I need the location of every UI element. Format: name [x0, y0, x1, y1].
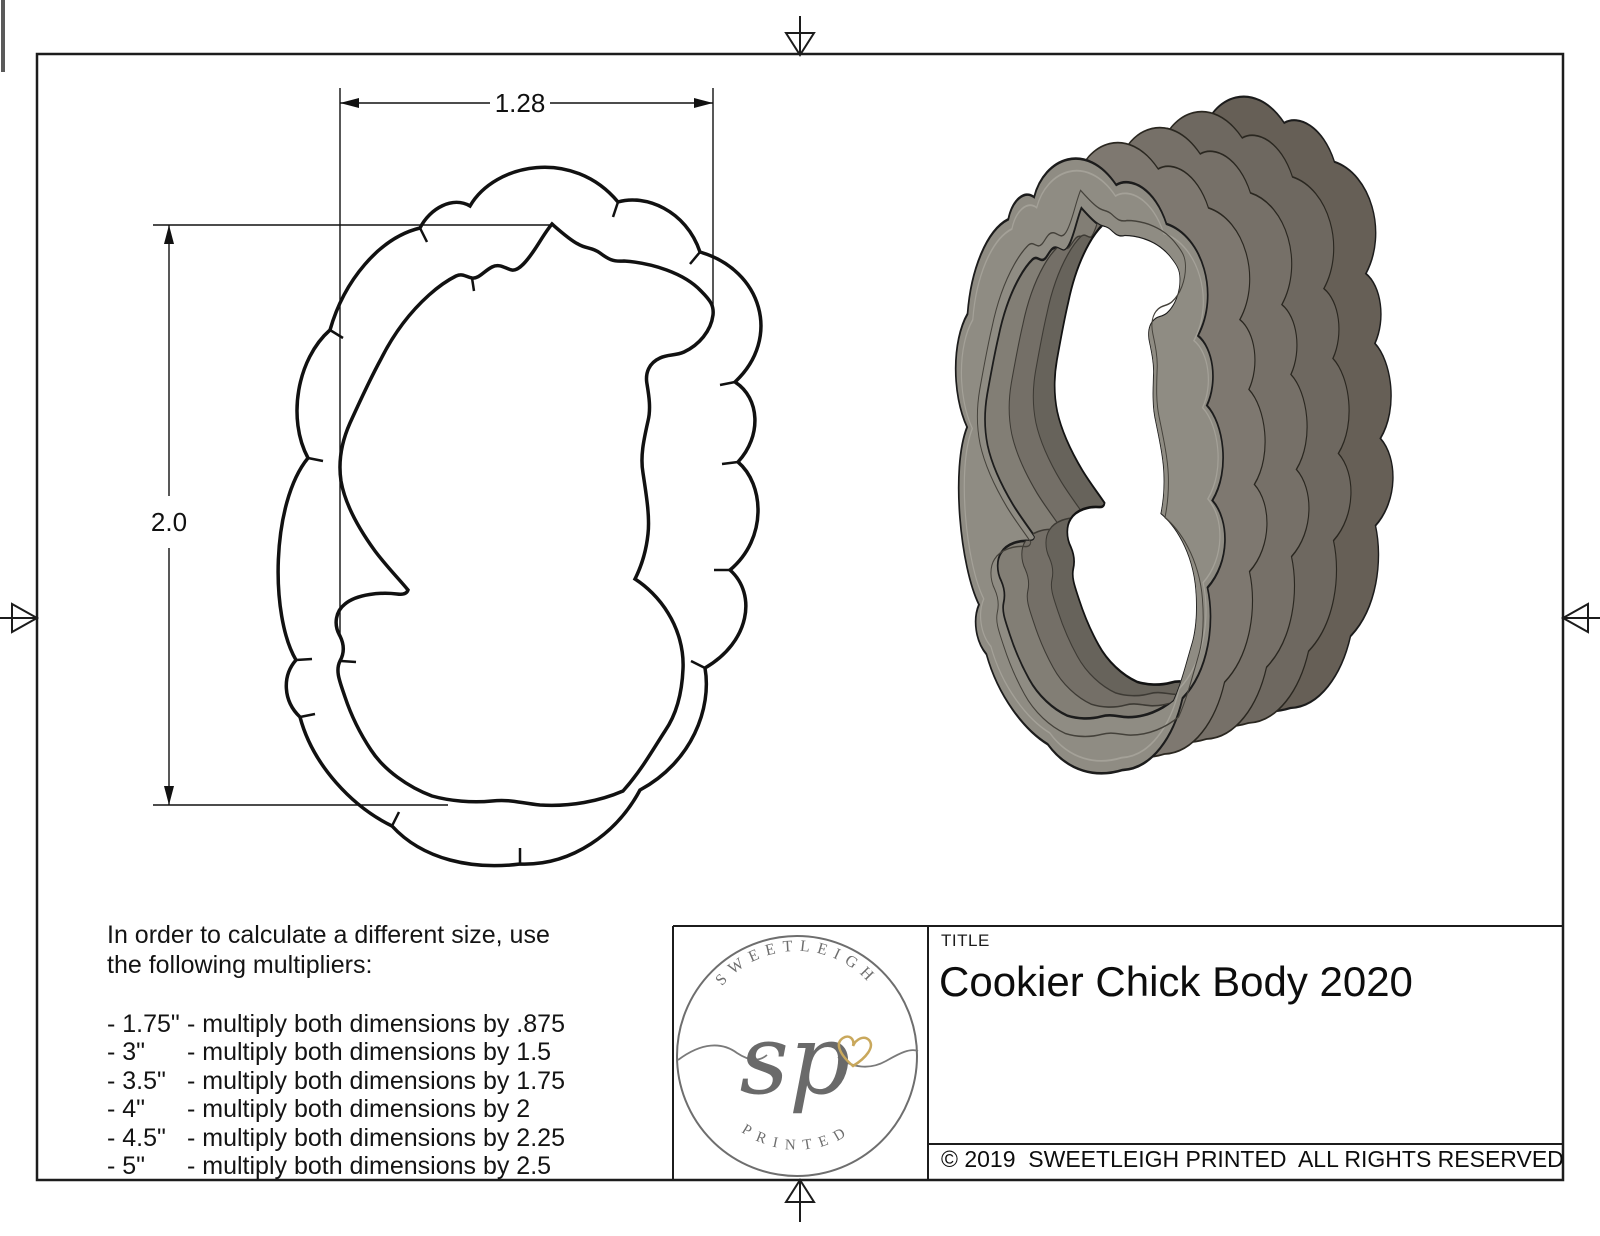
multiplier-size: - 3.5"	[107, 1066, 166, 1095]
logo-monogram: sp	[740, 1004, 851, 1116]
cutter-2d-drawing: 1.28 2.0	[151, 88, 763, 868]
page-title: Cookier Chick Body 2020	[939, 958, 1413, 1005]
multiplier-size: - 4.5"	[107, 1123, 166, 1152]
logo-flourish-left	[677, 1044, 768, 1061]
multiplier-size: - 1.75"	[107, 1010, 180, 1038]
multiplier-rule: - multiply both dimensions by 2.25	[187, 1123, 565, 1152]
multiplier-size: - 5"	[107, 1152, 146, 1181]
scallop-ticks	[295, 201, 739, 864]
cutter-3d-render	[922, 83, 1426, 787]
left-center-mark-icon	[0, 602, 40, 634]
multiplier-list: - 1.75" - multiply both dimensions by .8…	[107, 1010, 667, 1180]
multiplier-rule: - multiply both dimensions by 1.75	[187, 1066, 565, 1095]
multiplier-row: - 4.5" - multiply both dimensions by 2.2…	[107, 1124, 667, 1152]
logo-circle	[676, 935, 918, 1177]
registration-marks	[0, 16, 1600, 1222]
svg-text:SWEETLEIGH: SWEETLEIGH	[712, 938, 881, 989]
cutter-inner-outline	[334, 222, 715, 808]
multiplier-row: - 3" - multiply both dimensions by 1.5	[107, 1038, 667, 1066]
multiplier-rule: - multiply both dimensions by 1.5	[187, 1038, 552, 1067]
title-block-label: TITLE	[941, 931, 990, 950]
sweetleigh-logo: SWEETLEIGH PRINTED sp	[676, 935, 919, 1177]
height-dimension: 2.0	[151, 224, 552, 806]
multiplier-size: - 3"	[107, 1038, 146, 1067]
resize-notes: In order to calculate a different size, …	[107, 920, 667, 1180]
multiplier-rule: - multiply both dimensions by .875	[187, 1010, 565, 1038]
bottom-center-mark-icon	[784, 1178, 816, 1222]
copyright-line: © 2019 SWEETLEIGH PRINTED ALL RIGHTS RES…	[941, 1146, 1564, 1172]
notes-intro-line-1: In order to calculate a different size, …	[107, 921, 550, 949]
multiplier-rule: - multiply both dimensions by 2.5	[187, 1152, 552, 1181]
logo-heart-icon	[837, 1035, 873, 1068]
logo-bottom-text: PRINTED	[739, 1121, 847, 1153]
multiplier-row: - 4" - multiply both dimensions by 2	[107, 1095, 667, 1123]
width-dimension-label: 1.28	[495, 88, 546, 118]
height-dimension-label: 2.0	[151, 507, 187, 537]
right-center-mark-icon	[1560, 602, 1600, 634]
multiplier-row: - 1.75" - multiply both dimensions by .8…	[107, 1010, 667, 1038]
top-center-mark-icon	[784, 16, 816, 57]
logo-top-text: SWEETLEIGH	[712, 938, 874, 989]
width-dimension: 1.28	[339, 88, 714, 637]
cutter-outer-outline	[276, 165, 763, 868]
multiplier-rule: - multiply both dimensions by 2	[187, 1095, 531, 1124]
multiplier-row: - 5" - multiply both dimensions by 2.5	[107, 1152, 667, 1180]
notes-intro-line-2: the following multipliers:	[107, 951, 373, 979]
svg-text:PRINTED: PRINTED	[739, 1121, 855, 1153]
multiplier-row: - 3.5" - multiply both dimensions by 1.7…	[107, 1067, 667, 1095]
title-block-rules	[672, 925, 1563, 1180]
multiplier-size: - 4"	[107, 1095, 146, 1124]
